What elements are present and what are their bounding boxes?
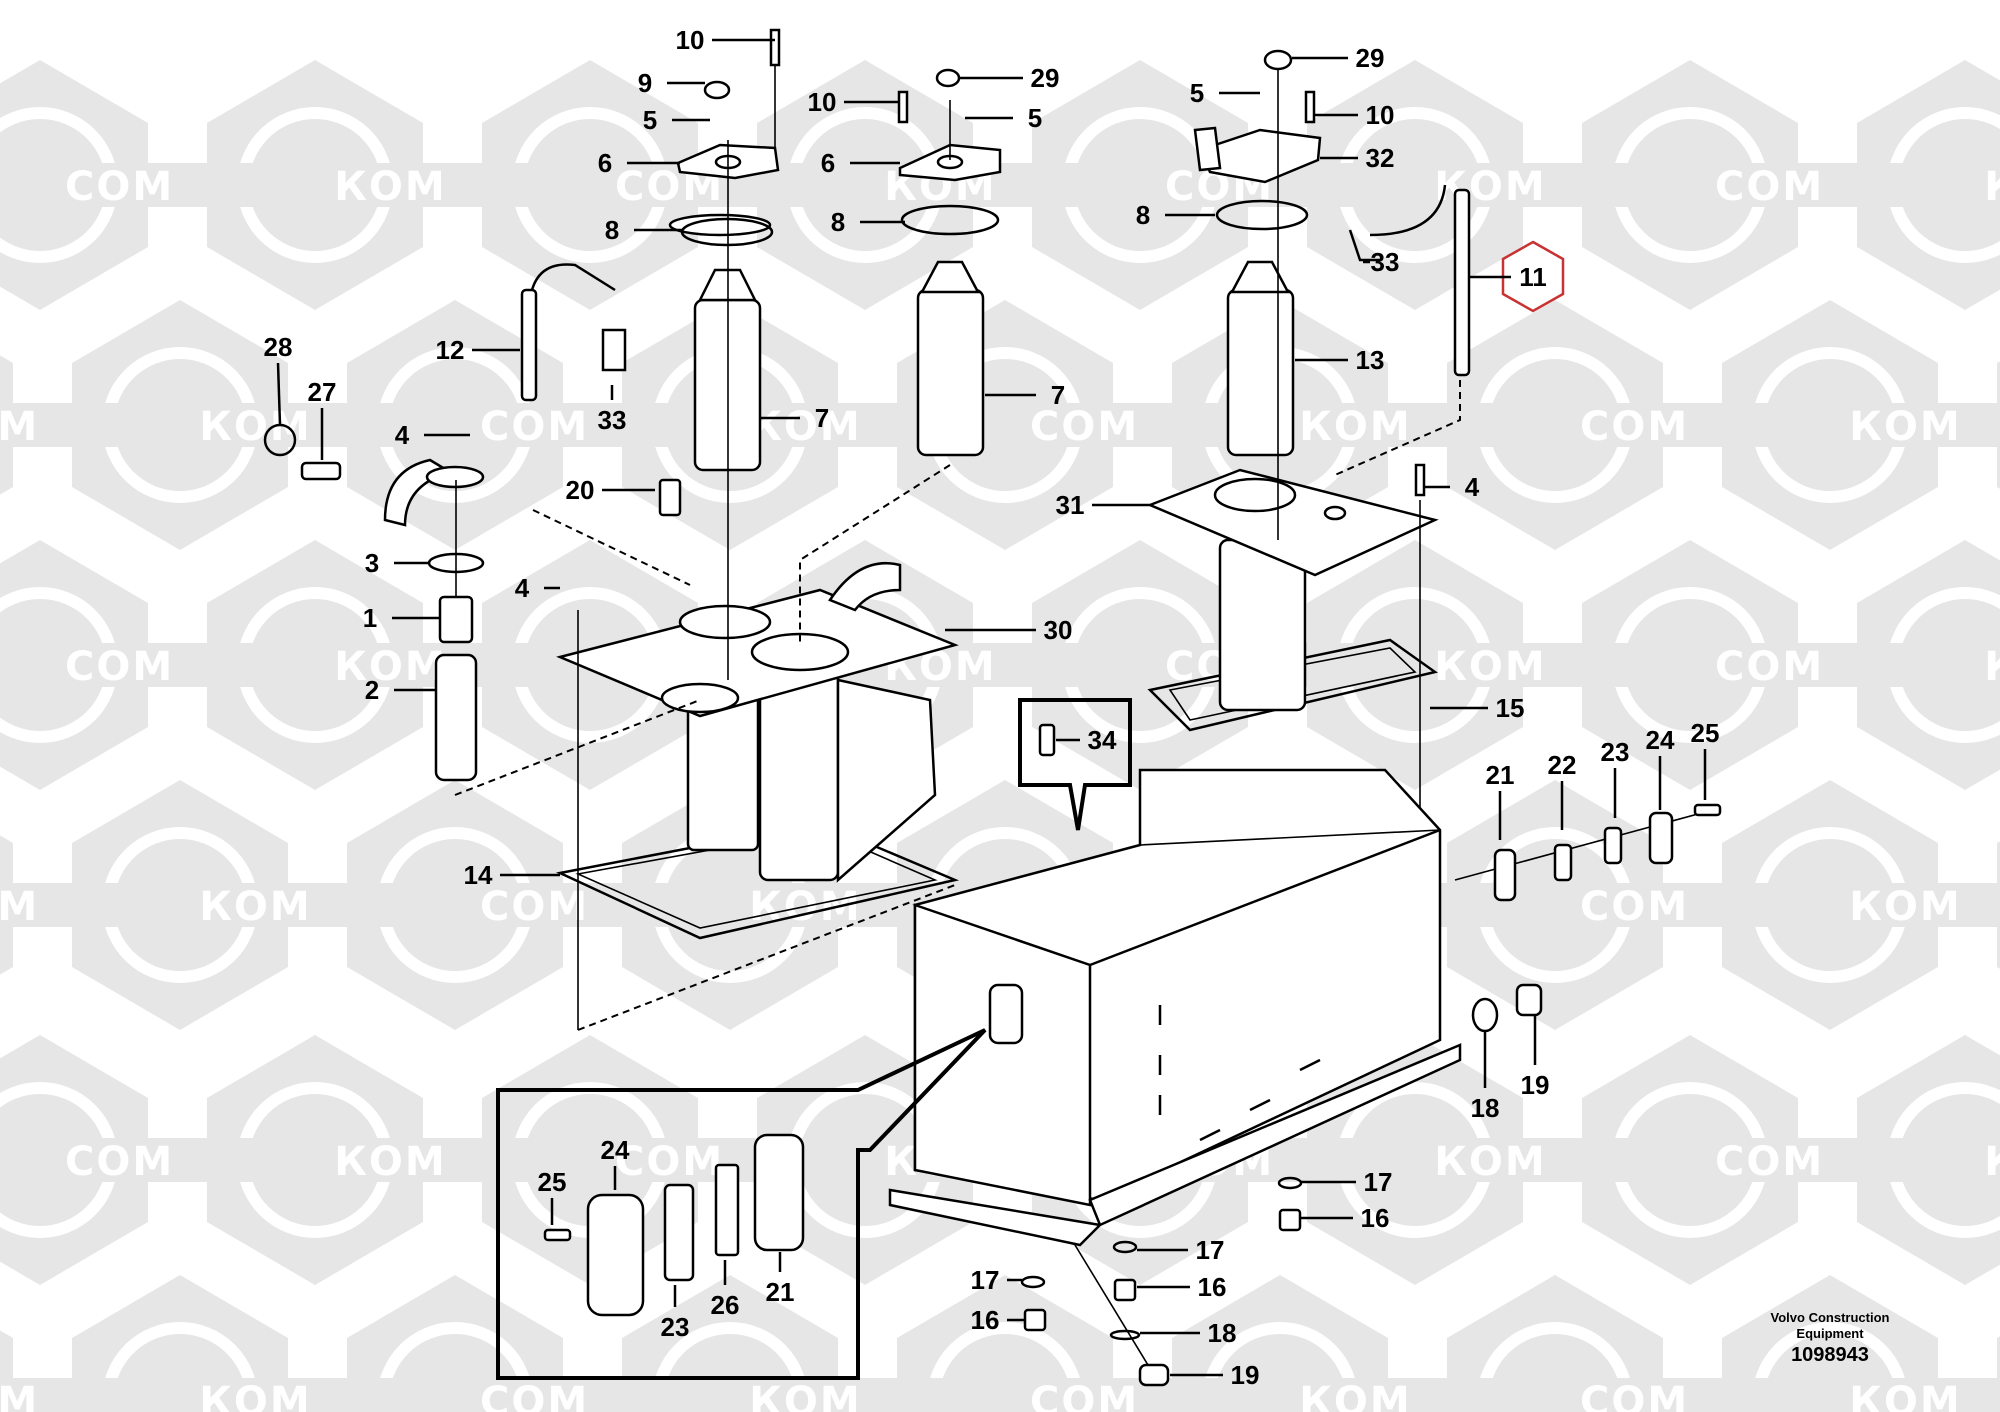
callout-33[interactable]: 33 <box>598 405 627 435</box>
callout-21[interactable]: 21 <box>1486 760 1515 790</box>
callout-18[interactable]: 18 <box>1471 1093 1500 1123</box>
callout-10[interactable]: 10 <box>676 25 705 55</box>
filter-13 <box>1226 288 1295 457</box>
drawing-credit: Volvo Construction Equipment 1098943 <box>1730 1310 1930 1367</box>
callout-15[interactable]: 15 <box>1496 693 1525 723</box>
callout-18[interactable]: 18 <box>1208 1318 1237 1348</box>
detail-box-sight-glass <box>496 1028 987 1380</box>
callout-13[interactable]: 13 <box>1356 345 1385 375</box>
callout-28[interactable]: 28 <box>264 332 293 362</box>
watermark-emblem <box>1965 300 2000 550</box>
callout-19[interactable]: 19 <box>1231 1360 1260 1390</box>
callout-17[interactable]: 17 <box>971 1265 1000 1295</box>
callout-1[interactable]: 1 <box>363 603 377 633</box>
highlight-hexagon <box>1501 240 1565 313</box>
watermark-text: КОМПАРТ <box>1984 644 2000 690</box>
callout-2[interactable]: 2 <box>365 675 379 705</box>
drawing-number: 1098943 <box>1791 1344 1869 1366</box>
callout-33[interactable]: 33 <box>1371 247 1400 277</box>
callout-22[interactable]: 22 <box>1548 750 1577 780</box>
callout-5[interactable]: 5 <box>1028 103 1042 133</box>
callout-8[interactable]: 8 <box>605 215 619 245</box>
callout-4[interactable]: 4 <box>1465 472 1480 502</box>
callout-27[interactable]: 27 <box>308 377 337 407</box>
watermark-layer: КОМПАРТCOMPARTКОМПАРТCOMPARTКОМПАРТCOMPA… <box>0 60 2000 1412</box>
maker-name: Volvo Construction <box>1770 1310 1890 1325</box>
callout-10[interactable]: 10 <box>808 87 837 117</box>
callout-4[interactable]: 4 <box>395 420 410 450</box>
callout-4[interactable]: 4 <box>515 573 530 603</box>
callout-9[interactable]: 9 <box>638 68 652 98</box>
leader-line-28 <box>276 362 282 426</box>
callout-29[interactable]: 29 <box>1356 43 1385 73</box>
callout-17[interactable]: 17 <box>1364 1167 1393 1197</box>
callout-30[interactable]: 30 <box>1044 615 1073 645</box>
callout-14[interactable]: 14 <box>464 860 493 890</box>
callout-26[interactable]: 26 <box>711 1290 740 1320</box>
callout-25[interactable]: 25 <box>1691 718 1720 748</box>
callout-7[interactable]: 7 <box>1051 380 1065 410</box>
callout-3[interactable]: 3 <box>365 548 379 578</box>
callout-29[interactable]: 29 <box>1031 63 1060 93</box>
left-filter-assembly <box>263 28 1002 1031</box>
callout-24[interactable]: 24 <box>601 1135 630 1165</box>
watermark-text: КОМПАРТ <box>1984 1139 2000 1185</box>
watermark-emblem <box>1825 1035 2000 1285</box>
watermark-emblem <box>1825 60 2000 310</box>
callout-16[interactable]: 16 <box>1198 1272 1227 1302</box>
callout-6[interactable]: 6 <box>598 148 612 178</box>
callout-19[interactable]: 19 <box>1521 1070 1550 1100</box>
callout-23[interactable]: 23 <box>661 1312 690 1342</box>
hydraulic-tank <box>888 768 1722 1387</box>
maker-name-line2: Equipment <box>1796 1326 1864 1341</box>
callout-16[interactable]: 16 <box>971 1305 1000 1335</box>
right-filter-assembly <box>1146 49 1471 840</box>
watermark-emblem <box>1825 540 2000 790</box>
callout-7[interactable]: 7 <box>815 403 829 433</box>
callout-25[interactable]: 25 <box>538 1167 567 1197</box>
callout-23[interactable]: 23 <box>1601 737 1630 767</box>
callout-5[interactable]: 5 <box>1190 78 1204 108</box>
callout-8[interactable]: 8 <box>831 207 845 237</box>
callout-10[interactable]: 10 <box>1366 100 1395 130</box>
callout-11[interactable]: 11 <box>1519 262 1547 292</box>
callout-20[interactable]: 20 <box>566 475 595 505</box>
callout-6[interactable]: 6 <box>821 148 835 178</box>
watermark-text: КОМПАРТ <box>1984 164 2000 210</box>
callout-5[interactable]: 5 <box>643 105 657 135</box>
detail-box-34 <box>1018 698 1132 831</box>
callout-34[interactable]: 34 <box>1088 725 1117 755</box>
callout-24[interactable]: 24 <box>1646 725 1675 755</box>
callout-16[interactable]: 16 <box>1361 1203 1390 1233</box>
watermark-emblem <box>1965 1275 2000 1412</box>
callout-32[interactable]: 32 <box>1366 143 1395 173</box>
callout-12[interactable]: 12 <box>436 335 465 365</box>
filter-2 <box>434 653 478 782</box>
callout-8[interactable]: 8 <box>1136 200 1150 230</box>
callout-31[interactable]: 31 <box>1056 490 1085 520</box>
callout-17[interactable]: 17 <box>1196 1235 1225 1265</box>
watermark-emblem <box>1965 780 2000 1030</box>
callout-21[interactable]: 21 <box>766 1277 795 1307</box>
